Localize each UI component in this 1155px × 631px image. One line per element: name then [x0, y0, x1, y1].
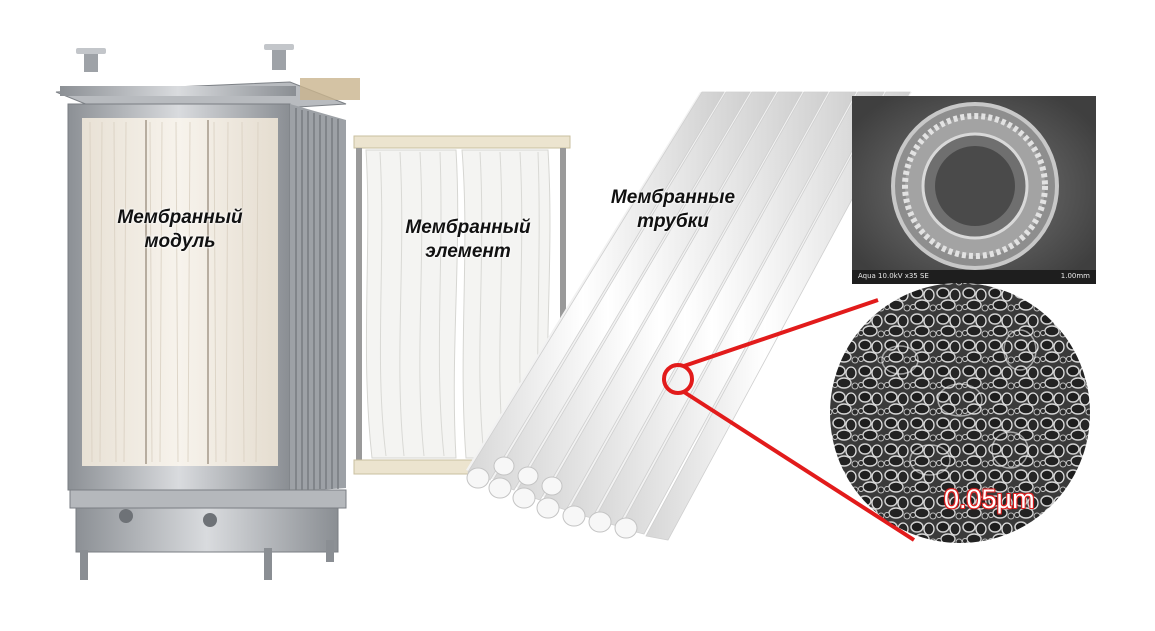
membrane-element — [353, 135, 571, 475]
zoom-callout — [662, 298, 916, 542]
label-element-line-1: Мембранный — [405, 217, 531, 238]
sem-info-left: Aqua 10.0kV x35 SE — [858, 272, 929, 280]
label-tubes-line-2: трубки — [637, 210, 709, 232]
label-module-line-1: Мембранный — [117, 207, 243, 228]
label-module-line-2: модуль — [144, 230, 216, 252]
sem-info-bar: Aqua 10.0kV x35 SE 1.00mm — [852, 272, 1096, 280]
sem-info-right: 1.00mm — [1060, 272, 1090, 280]
label-tubes-line-1: Мембранные — [610, 187, 736, 208]
pore-size-label: 0.05µm — [944, 484, 1035, 514]
label-membrane-tubes: Мембранные трубки — [588, 186, 758, 234]
label-element-line-2: элемент — [425, 240, 511, 262]
sem-cross-section-image — [852, 96, 1096, 284]
porous-structure-image — [830, 283, 1090, 543]
label-membrane-element: Мембранный элемент — [388, 216, 548, 264]
label-membrane-module: Мембранный модуль — [104, 206, 256, 254]
membrane-module — [55, 44, 360, 580]
membrane-tubes — [466, 91, 912, 541]
